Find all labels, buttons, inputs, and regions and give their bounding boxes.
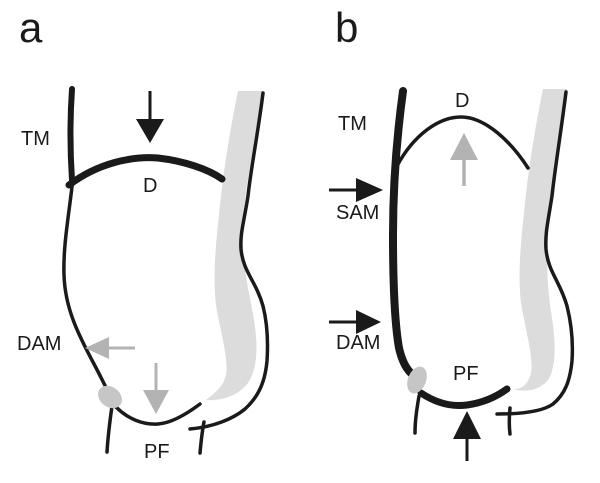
panel-a-drawing xyxy=(62,86,270,455)
dam-arrow-right-icon xyxy=(329,310,381,334)
panel-b-pf-curve xyxy=(417,385,511,409)
displacement-arrow-left-icon xyxy=(85,337,135,359)
panel-a-blob xyxy=(98,385,122,409)
panel-b-tm-line xyxy=(388,87,416,378)
panel-b-drawing xyxy=(329,87,575,461)
panel-b-pf-label: PF xyxy=(453,363,479,385)
panel-b-left-stem xyxy=(413,394,421,435)
panel-a-pf-label: PF xyxy=(144,441,170,463)
panel-a-dam-label: DAM xyxy=(17,333,62,355)
panel-a-tm-label: TM xyxy=(21,128,50,150)
panel-b-gray-band xyxy=(512,89,567,391)
panel-b-d-label: D xyxy=(455,90,470,112)
panel-b-sam-label: SAM xyxy=(336,202,380,224)
panel-b-blob xyxy=(407,366,427,394)
panel-b-d-arch xyxy=(395,115,530,170)
panel-b-dam-label: DAM xyxy=(336,332,381,354)
displacement-arrow-down-icon xyxy=(143,363,169,414)
panel-b-right-contour xyxy=(495,90,575,416)
panel-a-left-stem xyxy=(105,404,114,454)
pressure-arrow-down-icon xyxy=(136,91,164,143)
panel-a-right-stem xyxy=(198,420,206,455)
panel-b-letter: b xyxy=(335,4,359,51)
panel-a-d-label: D xyxy=(143,175,158,197)
support-arrow-up-icon xyxy=(453,411,481,461)
panel-a-tm-line xyxy=(67,86,75,183)
panel-a-gray-band xyxy=(206,91,262,401)
panel-b-right-stem xyxy=(507,406,512,436)
sam-arrow-right-icon xyxy=(329,178,383,202)
panel-a-d-arc xyxy=(65,154,226,189)
panel-a-letter: a xyxy=(19,4,43,51)
panel-a-left-contour xyxy=(62,176,118,409)
displacement-arrow-up-icon xyxy=(450,133,478,186)
panel-b-tm-label: TM xyxy=(338,113,367,135)
panel-a-pf-curve xyxy=(114,402,202,426)
panel-a-right-contour xyxy=(188,91,270,431)
